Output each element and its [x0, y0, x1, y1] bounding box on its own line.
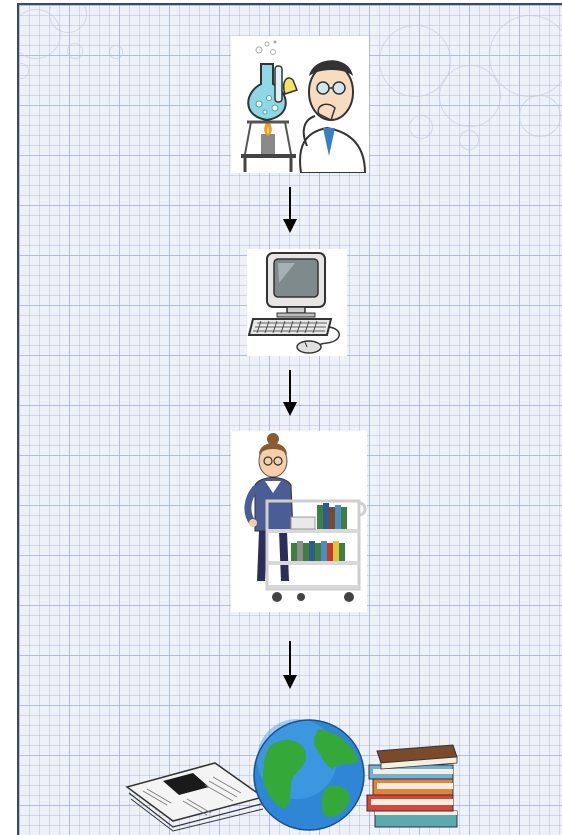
decorative-circle [489, 15, 562, 97]
decorative-circle [379, 25, 451, 97]
decorative-circle [109, 45, 123, 59]
decorative-circle [67, 43, 83, 59]
down-arrow-icon [283, 370, 297, 416]
librarian-cart-icon [231, 431, 367, 612]
decorative-circle [439, 65, 501, 127]
globe-books-newspaper-icon [123, 717, 463, 835]
down-arrow-icon [283, 187, 297, 233]
newspaper-icon [125, 762, 266, 832]
decorative-circle [519, 95, 561, 137]
books-stack-icon [366, 744, 458, 828]
decorative-circle [409, 115, 433, 139]
decorative-circle [19, 63, 29, 79]
computer-icon [247, 249, 347, 356]
decorative-circle [19, 9, 61, 59]
scientist-lab-icon [231, 36, 369, 173]
down-arrow-icon [283, 641, 297, 689]
decorative-circle [459, 130, 479, 150]
globe-icon [253, 719, 365, 831]
slide-canvas [17, 3, 562, 835]
